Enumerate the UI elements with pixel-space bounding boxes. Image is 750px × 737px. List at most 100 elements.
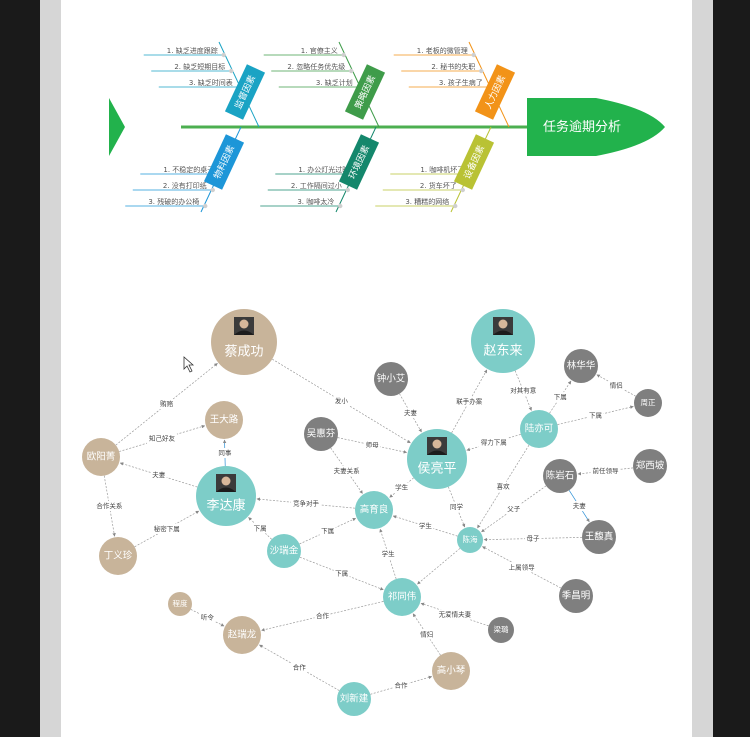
relationship-label-bg	[94, 501, 125, 512]
person-node-circle[interactable]	[374, 362, 408, 396]
relationship-label-bg	[333, 396, 350, 407]
relationship-label: 下属	[589, 412, 602, 420]
person-node-circle[interactable]	[82, 438, 120, 476]
person-node-circle[interactable]	[634, 389, 662, 417]
person-name: 李达康	[206, 498, 245, 514]
person-node-circle[interactable]	[432, 652, 470, 690]
person-node-circle[interactable]	[582, 520, 616, 554]
person-name: 祁同伟	[388, 591, 417, 603]
fishbone-item-dot	[221, 52, 226, 58]
person-node[interactable]: 郑西坡	[633, 449, 667, 483]
person-node[interactable]: 侯亮平	[407, 429, 467, 489]
relationship-label-bg	[448, 501, 465, 512]
fishbone-item-dot	[460, 187, 465, 193]
person-node[interactable]: 季昌明	[559, 579, 593, 613]
person-node[interactable]: 吴惠芬	[304, 417, 338, 451]
person-node[interactable]: 程度	[168, 592, 192, 616]
relationship-label-bg	[417, 521, 434, 532]
person-name: 高育良	[360, 504, 389, 516]
relationship-label: 夫妻关系	[334, 466, 361, 475]
relationship-label-bg	[571, 501, 588, 512]
relationship-edge	[482, 546, 562, 589]
person-name: 吴惠芬	[307, 428, 336, 440]
fishbone-item-text: 1. 缺乏进度跟踪	[167, 46, 218, 55]
relationship-label: 无爱情夫妻	[439, 610, 472, 619]
person-node[interactable]: 周正	[634, 389, 662, 417]
person-node-circle[interactable]	[355, 491, 393, 529]
person-node-circle[interactable]	[633, 449, 667, 483]
fishbone-item-dot	[471, 52, 476, 58]
relationship-edge	[577, 467, 634, 476]
relationship-label-bg	[216, 448, 233, 459]
relationship-label: 下属	[335, 569, 348, 577]
person-node-circle[interactable]	[543, 459, 577, 493]
relationship-edge	[330, 447, 363, 494]
person-name: 季昌明	[562, 590, 591, 602]
person-node[interactable]: 王馥真	[582, 520, 616, 554]
person-node[interactable]: 祁同伟	[383, 578, 421, 616]
relationship-label-bg	[314, 610, 331, 621]
person-node-circle[interactable]	[457, 527, 483, 553]
person-node[interactable]: 蔡成功	[211, 309, 277, 375]
left-gray-margin	[40, 0, 61, 737]
relationship-label: 下属	[554, 393, 567, 401]
fishbone-item-text: 3. 咖啡太冷	[297, 197, 334, 206]
person-node-circle[interactable]	[267, 534, 301, 568]
relationship-label-bg	[333, 568, 350, 579]
relationship-label-bg	[552, 392, 569, 403]
person-node-circle[interactable]	[205, 401, 243, 439]
relationship-label-bg	[587, 410, 604, 421]
person-node-circle[interactable]	[383, 578, 421, 616]
relationship-label: 贿赂	[160, 399, 174, 408]
fishbone-item-text: 1. 不稳定的桌子	[163, 165, 214, 174]
person-node-circle[interactable]	[559, 579, 593, 613]
person-node-circle[interactable]	[223, 616, 261, 654]
relationship-edge	[115, 363, 218, 446]
person-node-circle[interactable]	[564, 349, 598, 383]
relationship-label: 前任领导	[592, 466, 619, 475]
relationship-label: 喜欢	[497, 482, 511, 491]
person-node[interactable]: 陈岩石	[543, 459, 577, 493]
relationship-edge	[299, 556, 384, 591]
person-node[interactable]: 赵瑞龙	[223, 616, 261, 654]
person-node[interactable]: 钟小艾	[374, 362, 408, 396]
person-name: 刘新建	[340, 693, 369, 705]
person-node-circle[interactable]	[211, 309, 277, 375]
person-node[interactable]: 李达康	[196, 466, 256, 526]
relationship-label: 知己好友	[149, 434, 176, 443]
person-name: 郑西坡	[636, 460, 665, 472]
person-node[interactable]: 陆亦可	[520, 410, 558, 448]
person-node-circle[interactable]	[520, 410, 558, 448]
person-node-circle[interactable]	[337, 682, 371, 716]
relationship-label: 下属	[254, 524, 267, 532]
person-node[interactable]: 梁璐	[488, 617, 514, 643]
person-node-circle[interactable]	[99, 537, 137, 575]
fishbone-item-dot	[345, 187, 350, 193]
person-name: 沙瑞金	[270, 545, 299, 557]
person-node-circle[interactable]	[196, 466, 256, 526]
relationship-label-bg	[331, 465, 362, 476]
fishbone-diagram: 任务逾期分析1. 缺乏进度跟踪2. 缺乏短期目标3. 缺乏时间表监督因素1. 官…	[109, 41, 665, 213]
relationship-label: 母子	[527, 535, 541, 543]
person-node[interactable]: 王大路	[205, 401, 243, 439]
person-node[interactable]: 丁义珍	[99, 537, 137, 575]
relationship-label-bg	[495, 481, 512, 492]
person-node[interactable]: 高小琴	[432, 652, 470, 690]
person-node[interactable]: 陈海	[457, 527, 483, 553]
person-node-circle[interactable]	[471, 309, 535, 373]
person-node-circle[interactable]	[168, 592, 192, 616]
person-node[interactable]: 刘新建	[337, 682, 371, 716]
person-node[interactable]: 沙瑞金	[267, 534, 301, 568]
person-node[interactable]: 欧阳菁	[82, 438, 120, 476]
person-node-circle[interactable]	[488, 617, 514, 643]
fishbone-category: 1. 官僚主义2. 忽略任务优先级3. 缺乏计划策略因素	[263, 41, 386, 128]
relationship-label: 下属	[321, 527, 334, 535]
person-node[interactable]: 赵东来	[471, 309, 535, 373]
person-node-circle[interactable]	[304, 417, 338, 451]
relationship-label: 合作	[395, 680, 409, 689]
person-node[interactable]: 林华华	[564, 349, 598, 383]
relationship-label-bg	[478, 437, 509, 448]
person-node[interactable]: 高育良	[355, 491, 393, 529]
person-node-circle[interactable]	[407, 429, 467, 489]
